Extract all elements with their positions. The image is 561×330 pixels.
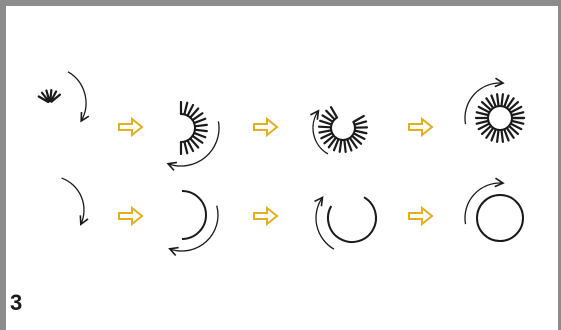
bottom-row-stage-1 [62,178,88,224]
bottom-row-stage-4 [465,178,523,241]
spike-mark [344,140,345,152]
step-number-label: 3 [10,290,22,316]
spike-mark [497,94,498,106]
bottom-row-stage-2 [170,191,218,256]
spike-mark [184,142,187,154]
top-row-stage-1 [39,72,89,121]
rotation-arrow-icon [314,197,334,249]
spike-mark [497,130,498,142]
spike-mark [512,112,524,115]
top-row-stage-2 [168,102,219,170]
spike-mark [340,140,342,152]
hollow-right-arrow-icon [254,119,277,135]
bottom-row-stage-3 [314,197,376,249]
rotation-arrow-icon [170,206,218,256]
spike-mark [512,121,524,124]
spike-mark [195,125,207,126]
hollow-right-arrow-icon [409,119,432,135]
spike-mark [184,103,187,115]
hollow-right-arrow-icon [254,208,277,224]
spike-mark [194,133,205,137]
spike-mark [195,130,207,131]
rotation-arrow-icon [62,178,88,224]
rotation-arrow-icon [68,72,89,121]
body-arc [328,197,376,242]
spike-mark [320,121,331,125]
spike-mark [319,130,331,132]
spike-mark [353,116,363,122]
hollow-right-arrow-icon [119,208,142,224]
spike-mark [501,130,502,142]
spike-mark [501,94,502,106]
spike-mark [355,131,367,134]
hollow-right-arrow-icon [409,208,432,224]
body-arc [182,191,206,239]
top-row-stage-4 [465,78,524,142]
hollow-right-arrow-icon [119,119,142,135]
spike-mark [319,127,331,128]
rotation-arrow-icon [168,121,219,170]
spike-mark [355,121,367,124]
spike-mark [477,112,489,115]
spike-mark [477,121,489,124]
top-row-stage-3 [310,107,367,154]
spike-mark [194,119,205,123]
core-arc [181,114,195,142]
body-ring [477,195,523,241]
